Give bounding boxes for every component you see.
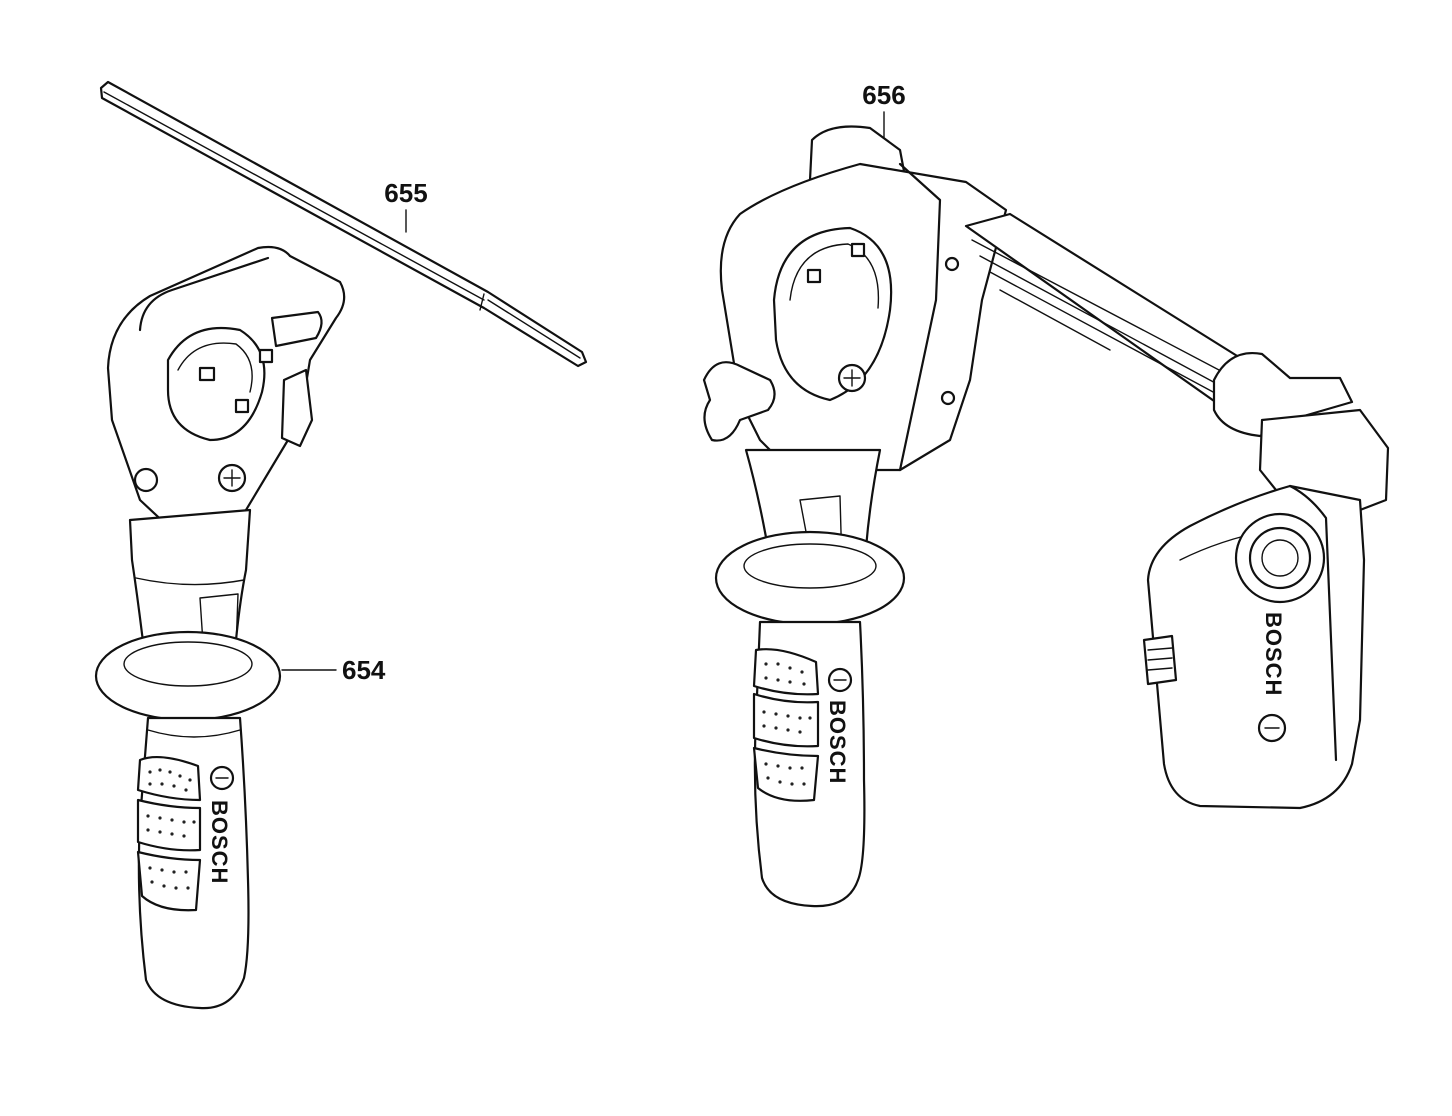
dust-extraction-attachment-icon: [702, 125, 1390, 908]
grip-dots: [762, 662, 812, 786]
depth-rod-icon: [99, 80, 588, 368]
brand-mark-attachment-handle: BOSCH: [825, 700, 850, 784]
bosch-logo-icon: [827, 667, 853, 693]
part-number-654: 654: [342, 655, 386, 685]
brand-mark-handle: BOSCH: [207, 800, 232, 884]
bosch-logo-icon: [209, 765, 235, 791]
auxiliary-handle-icon: [94, 245, 346, 1010]
bosch-logo-icon: [1257, 713, 1287, 743]
grip-dots: [146, 768, 196, 890]
part-number-655: 655: [384, 178, 427, 208]
brand-mark-dust-box: BOSCH: [1261, 612, 1286, 696]
part-number-656: 656: [862, 80, 905, 110]
